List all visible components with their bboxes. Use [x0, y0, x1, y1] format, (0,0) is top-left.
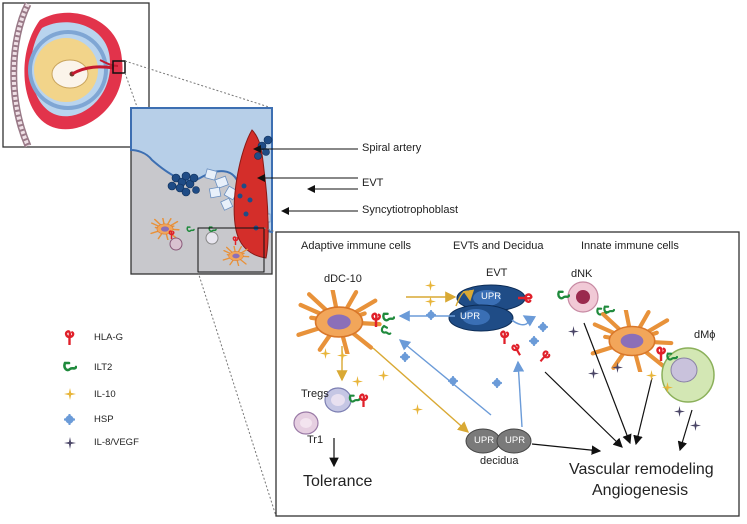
treg-cells [293, 387, 369, 435]
dmphi-cell [593, 305, 715, 403]
outcome-tolerance: Tolerance [303, 473, 373, 490]
legend-symbols [63, 330, 77, 449]
upr-label-1: UPR [481, 291, 502, 302]
label-tr1: Tr1 [307, 434, 324, 446]
callout-spiral-artery: Spiral artery [362, 142, 422, 154]
legend-hsp-icon [64, 414, 75, 425]
legend-hsp-label: HSP [94, 414, 114, 425]
yellow-arrows [336, 289, 475, 433]
legend-il8-label: IL-8/VEGF [94, 437, 139, 448]
legend-ilt2-icon [63, 361, 77, 372]
label-ddc10: dDC-10 [324, 273, 362, 285]
tissue-section [130, 107, 273, 275]
label-dnk: dNK [571, 268, 593, 280]
legend-il10-label: IL-10 [94, 389, 116, 400]
legend-il8-icon [64, 437, 76, 449]
dnk-cell [557, 281, 608, 316]
decidua-cells [465, 428, 532, 454]
label-dmphi: dMϕ [694, 329, 716, 341]
uterus-inset [2, 2, 150, 148]
legend-hla-g-icon [64, 330, 75, 345]
upr-label-3: UPR [474, 435, 495, 446]
label-evt: EVT [486, 267, 508, 279]
legend-ilt2-label: ILT2 [94, 362, 113, 373]
callout-evt: EVT [362, 177, 384, 189]
legend-il10-icon [64, 388, 76, 400]
header-innate: Innate immune cells [581, 240, 679, 252]
upr-label-4: UPR [505, 435, 526, 446]
legend-hla-g-label: HLA-G [94, 332, 124, 343]
black-arrows [329, 322, 693, 468]
evt-cells [448, 284, 537, 344]
header-adaptive: Adaptive immune cells [301, 240, 412, 252]
outcome-vascular: Vascular remodeling [569, 461, 714, 478]
label-decidua: decidua [480, 455, 519, 467]
header-evts: EVTs and Decidua [453, 240, 544, 252]
outcome-angiogenesis: Angiogenesis [592, 482, 689, 499]
callout-syncytiotrophoblast: Syncytiotrophoblast [362, 204, 458, 216]
upr-label-2: UPR [460, 311, 481, 322]
label-tregs: Tregs [301, 388, 329, 400]
